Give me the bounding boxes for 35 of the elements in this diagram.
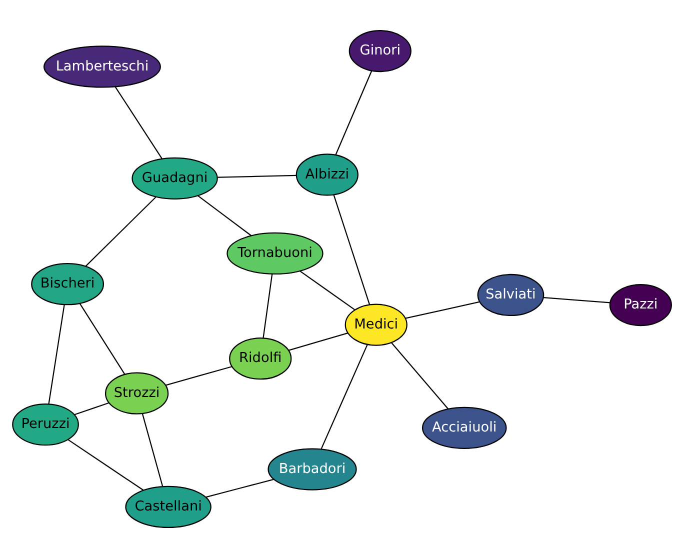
connector — [333, 194, 370, 305]
connector — [68, 439, 144, 491]
connector — [85, 196, 156, 267]
connector — [198, 195, 252, 236]
node-ellipse: Peruzzi — [12, 403, 79, 446]
node-ellipse: Castellani — [125, 486, 212, 528]
node-ellipse: Acciaiuoli — [422, 406, 507, 449]
connector — [543, 296, 610, 304]
node-ellipse: Lamberteschi — [43, 46, 161, 88]
connector — [288, 332, 348, 351]
connector — [165, 366, 232, 386]
node-ellipse: Strozzi — [104, 372, 169, 414]
node-ellipse: Medici — [344, 304, 408, 346]
node-ellipse: Barbadori — [268, 448, 357, 490]
node-ellipse: Bischeri — [31, 263, 104, 306]
node-ellipse: Salviati — [477, 274, 544, 316]
connector — [218, 174, 296, 178]
connector — [206, 478, 274, 498]
node-ellipse: Pazzi — [609, 284, 672, 326]
node-ellipse: Tornabuoni — [226, 232, 324, 275]
connector — [335, 70, 372, 156]
node-ellipse: Ginori — [348, 30, 412, 72]
node-ellipse: Guadagni — [132, 157, 218, 200]
node-ellipse: Albizzi — [296, 154, 358, 196]
connector — [114, 86, 162, 159]
connector — [391, 342, 449, 410]
connector — [48, 304, 65, 404]
connector — [320, 344, 368, 450]
connector — [262, 274, 273, 338]
connector — [74, 402, 110, 416]
connector — [405, 301, 480, 319]
connector — [300, 270, 355, 310]
connector — [142, 414, 164, 486]
connector — [79, 303, 126, 375]
node-ellipse: Ridolfi — [229, 338, 292, 380]
